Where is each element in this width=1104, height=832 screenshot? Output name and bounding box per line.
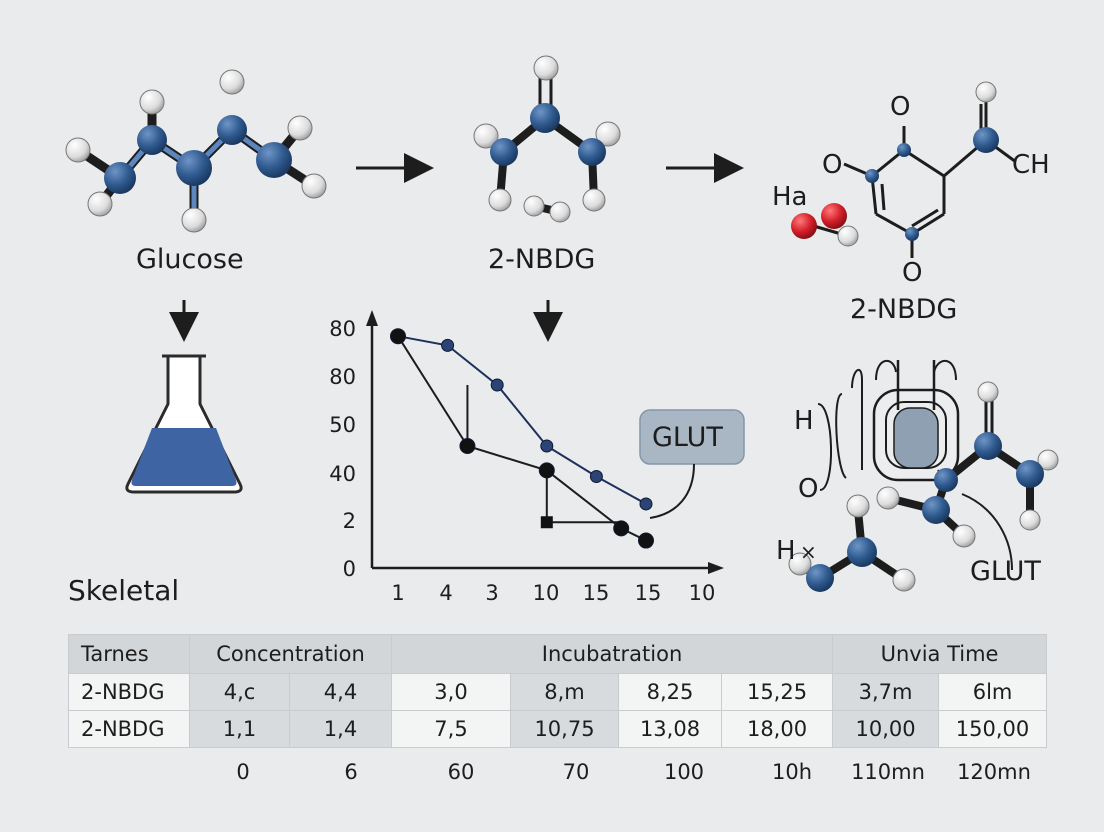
y-tick-label: 50: [329, 413, 356, 437]
data-point: [441, 338, 455, 352]
mid-molecule-label: 2-NBDG: [488, 244, 596, 275]
data-point: [540, 439, 554, 453]
table-cell: 13,08: [618, 710, 722, 748]
y-tick-label: 40: [329, 462, 356, 486]
table-footer-row: 0 6 60 70 100 10h 110mn 120mn: [68, 760, 1046, 790]
data-point: [589, 470, 603, 483]
table-cell: 1,1: [189, 710, 290, 748]
y-tick-label: 0: [343, 557, 356, 581]
footer-value: 60: [447, 760, 475, 784]
atom-ha: Ha: [772, 182, 808, 212]
atom-o-top: O: [890, 92, 911, 122]
table-cell: 18,00: [720, 710, 834, 748]
transporter-h: H: [794, 406, 814, 436]
table-header-cell: Incubatration: [390, 634, 834, 674]
oxygen-atom: [821, 203, 847, 229]
glut-callout-box: [639, 409, 745, 519]
line-chart: 0 2 40 50 80 80 1 4 3 10 15 15 10: [329, 310, 724, 605]
footer-value: 6: [344, 760, 358, 784]
lower-molecule: [788, 494, 916, 592]
data-point: [459, 438, 476, 454]
table-cell: 2-NBDG: [68, 710, 190, 748]
square-marker: [540, 516, 553, 529]
data-point: [538, 462, 555, 479]
data-point: [490, 378, 504, 392]
glucose-label: Glucose: [136, 244, 244, 275]
atom-o-bottom: O: [902, 258, 923, 288]
data-table: Tarnes Concentration Incubatration Unvia…: [68, 634, 1048, 748]
table-row: 2-NBDG 1,1 1,4 7,5 10,75 13,08 18,00 10,…: [68, 710, 1048, 748]
lower-h: H: [776, 536, 796, 566]
atom-ch: CH: [1012, 150, 1050, 180]
skeletal-label: Skeletal: [68, 574, 180, 607]
table-cell: 2-NBDG: [68, 673, 190, 711]
table-cell: 150,00: [938, 710, 1048, 748]
table-header-cell: Tarnes: [68, 634, 190, 674]
x-tick-label: 1: [391, 581, 404, 605]
footer-value: 70: [562, 760, 590, 784]
table-cell: 15,25: [720, 673, 834, 711]
series-line: [397, 335, 647, 542]
y-tick-label: 2: [343, 509, 356, 533]
table-header-row: Tarnes Concentration Incubatration Unvia…: [68, 634, 1048, 674]
y-tick-label: 80: [329, 317, 356, 341]
x-axis-arrow: [708, 562, 724, 574]
atom-o-left: O: [822, 150, 843, 180]
transporter-molecule: [876, 381, 1059, 548]
table-cell: 6lm: [938, 673, 1048, 711]
x-tick-label: 15: [583, 581, 610, 605]
transporter-o: O: [798, 474, 819, 504]
footer-value: 0: [236, 760, 250, 784]
footer-value: 100: [663, 760, 705, 784]
right-molecule-label: 2-NBDG: [850, 294, 958, 325]
table-cell: 1,4: [289, 710, 392, 748]
data-point: [639, 497, 653, 511]
table-cell: 3,7m: [832, 673, 940, 711]
bracket-line: [817, 403, 833, 491]
table-row: 2-NBDG 4,c 4,4 3,0 8,m 8,25 15,25 3,7m 6…: [68, 673, 1048, 711]
x-tick-label: 15: [635, 581, 662, 605]
table-cell: 4,4: [289, 673, 392, 711]
glucose-molecule: [65, 69, 327, 233]
data-point: [390, 328, 406, 345]
mid-molecule: [473, 55, 621, 223]
table-cell: 10,75: [510, 710, 619, 748]
footer-value: 10h: [771, 760, 813, 784]
footer-value: 120mn: [957, 760, 1031, 784]
glut-callout-label: GLUT: [652, 422, 723, 453]
series-line: [397, 335, 647, 505]
x-tick-label: 10: [689, 581, 716, 605]
table-cell: 7,5: [391, 710, 511, 748]
data-point: [613, 520, 630, 537]
glut-right-label: GLUT: [970, 556, 1041, 587]
oxygen-atom: [791, 213, 817, 239]
data-point: [638, 532, 654, 549]
x-tick-label: 10: [533, 581, 560, 605]
flask-icon: [125, 354, 243, 494]
table-cell: 8,25: [618, 673, 722, 711]
table-cell: 8,m: [510, 673, 619, 711]
table-header-cell: Concentration: [189, 634, 392, 674]
y-tick-label: 80: [329, 365, 356, 389]
transporter-structure: [835, 360, 960, 485]
glut-pointer-line: [961, 493, 1013, 571]
table-cell: 4,c: [189, 673, 290, 711]
x-tick-label: 4: [439, 581, 452, 605]
y-axis-arrow: [366, 310, 378, 326]
x-tick-label: 3: [485, 581, 498, 605]
table-header-cell: Unvia Time: [832, 634, 1048, 674]
lower-x-mark: ×: [800, 540, 817, 564]
table-cell: 10,00: [832, 710, 940, 748]
table-cell: 3,0: [391, 673, 511, 711]
footer-value: 110mn: [851, 760, 925, 784]
